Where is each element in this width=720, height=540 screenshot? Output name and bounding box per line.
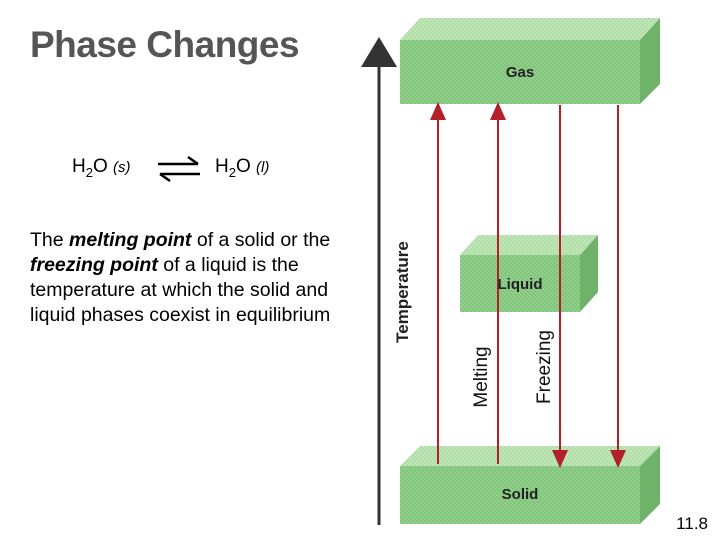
liquid-water-formula: H2O (l) <box>215 156 270 180</box>
gas-label: Gas <box>505 64 535 81</box>
definition-text: The melting point of a solid or the free… <box>30 229 331 326</box>
freezing-label: Freezing <box>534 330 555 404</box>
solid-water-formula: H2O (s) <box>72 156 131 180</box>
liquid-box <box>460 235 598 312</box>
term-melting-point: melting point <box>69 229 192 251</box>
equilibrium-arrows-icon <box>158 155 200 183</box>
gas-box <box>400 18 660 104</box>
solid-label: Solid <box>501 486 539 503</box>
liquid-label: Liquid <box>497 276 543 293</box>
temperature-axis-label: Temperature <box>393 241 412 343</box>
slide-title: Phase Changes <box>30 24 300 65</box>
melting-label: Melting <box>471 346 492 408</box>
solid-box <box>400 446 660 524</box>
slide-number: 11.8 <box>676 514 708 533</box>
term-freezing-point: freezing point <box>30 254 158 276</box>
